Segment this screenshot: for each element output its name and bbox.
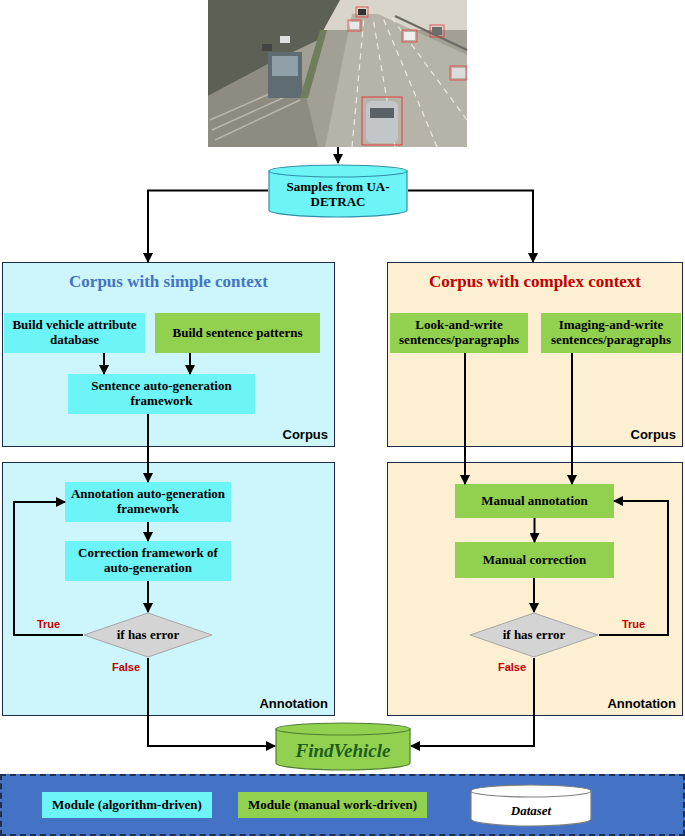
photo-arrow: [337, 147, 339, 163]
photo-detail: [450, 66, 466, 80]
node-label: Build sentence patterns: [173, 326, 303, 341]
cylinder-top: [471, 785, 591, 797]
connector-arrow: [148, 191, 268, 263]
photo-detail: [280, 36, 290, 43]
photo-detail: [262, 44, 272, 51]
process-box: Build sentence patterns: [155, 313, 320, 353]
connector-arrow: [534, 518, 536, 542]
panel-label: Annotation: [259, 696, 328, 712]
process-box: Build vehicle attribute database: [4, 313, 145, 353]
photo-detail: [432, 27, 442, 35]
legend-shape: Dataset: [470, 784, 592, 826]
photo-detail: [404, 32, 415, 40]
node-label: Manual annotation: [481, 494, 588, 509]
decision-diamond: if has error: [469, 612, 599, 658]
node-label: if has error: [503, 628, 566, 643]
panel-label: Corpus: [283, 427, 329, 443]
legend-swatch: Module (algorithm-driven): [42, 792, 212, 818]
node-label: Annotation auto-generation framework: [69, 487, 227, 516]
photo-detail: [208, 0, 467, 147]
panel-title: Corpus with complex context: [388, 272, 682, 292]
legend-label: Module (algorithm-driven): [52, 798, 202, 813]
photo-detail: [356, 7, 368, 17]
photo-detail: [370, 108, 394, 118]
connector-arrow: [147, 414, 149, 482]
corpus-panel: Corpus with simple contextCorpus Build ve…: [2, 262, 335, 447]
connector-arrow: [189, 353, 191, 374]
photo-detail: [395, 16, 467, 50]
edge-label: True: [622, 618, 645, 631]
cylinder-top: [276, 723, 410, 735]
connector-arrow: [464, 353, 466, 484]
connector-arrow: [599, 501, 668, 635]
connector-arrow: [147, 581, 149, 612]
node-label: Build vehicle attribute database: [8, 318, 141, 347]
dataset-cylinder: FindVehicle: [275, 722, 411, 770]
edge-label: False: [112, 661, 140, 674]
connector-arrow: [148, 658, 275, 746]
process-box: Correction framework of auto-generation: [65, 541, 231, 581]
process-box: Imaging-and-write sentences/paragraphs: [541, 313, 681, 353]
process-box: Sentence auto-generation framework: [68, 374, 255, 414]
photo-detail: [430, 25, 444, 37]
photo-detail: [268, 52, 302, 98]
diamond-shape: [84, 613, 212, 657]
annotation-panel: Annotation Manual annotationManual correc…: [387, 462, 683, 716]
connector-arrow: [147, 522, 149, 541]
photo-detail: [452, 68, 466, 78]
traffic-photo: [0, 0, 685, 170]
node-label: Sentence auto-generation framework: [72, 379, 251, 408]
legend-swatch: Module (manual work-driven): [238, 792, 427, 818]
dataset-cylinder: Samples from UA-DETRAC: [268, 164, 408, 217]
legend-label: Dataset: [511, 804, 551, 819]
node-label: Samples from UA-DETRAC: [276, 180, 400, 209]
photo-detail: [350, 22, 359, 29]
connector-arrow: [411, 658, 534, 746]
legend-label: Module (manual work-driven): [248, 798, 417, 813]
edge-label: False: [498, 661, 526, 674]
legend-panel: Module (algorithm-driven) Module (manual …: [0, 774, 685, 836]
photo-detail: [325, 14, 467, 147]
process-box: Look-and-write sentences/paragraphs: [390, 313, 528, 353]
connector-arrow: [571, 353, 573, 484]
node-label: Correction framework of auto-generation: [69, 546, 227, 575]
panel-title: Corpus with simple context: [3, 272, 334, 292]
node-label: if has error: [117, 628, 180, 643]
corpus-panel: Corpus with complex contextCorpus Look-an…: [387, 262, 683, 447]
node-label: FindVehicle: [295, 740, 390, 762]
photo-detail: [300, 30, 327, 98]
photo-detail: [366, 101, 398, 143]
photo-detail: [352, 18, 467, 147]
photo-scene: [208, 0, 467, 147]
node-label: Look-and-write sentences/paragraphs: [393, 318, 525, 347]
cylinder-body: [269, 171, 407, 217]
cylinder-top: [269, 165, 407, 177]
process-box: Annotation auto-generation framework: [65, 482, 231, 522]
decision-diamond: if has error: [83, 612, 213, 658]
connector-arrow: [103, 353, 105, 374]
photo-detail: [358, 9, 366, 15]
diamond-shape: [470, 613, 598, 657]
photo-detail: [402, 30, 417, 42]
process-box: Manual annotation: [455, 484, 614, 518]
photo-detail: [348, 20, 361, 31]
photo-detail: [272, 56, 298, 76]
panel-label: Annotation: [607, 696, 676, 712]
connector-arrow: [408, 191, 533, 263]
panel-label: Corpus: [631, 427, 677, 443]
node-label: Manual correction: [483, 553, 586, 568]
process-box: Manual correction: [455, 542, 614, 578]
node-label: Imaging-and-write sentences/paragraphs: [544, 318, 678, 347]
photo-detail: [362, 97, 402, 145]
edge-label: True: [37, 618, 60, 631]
annotation-panel: Annotation Annotation auto-generation fra…: [2, 462, 335, 716]
connector-arrow: [14, 502, 83, 635]
connector-arrow: [533, 578, 535, 612]
